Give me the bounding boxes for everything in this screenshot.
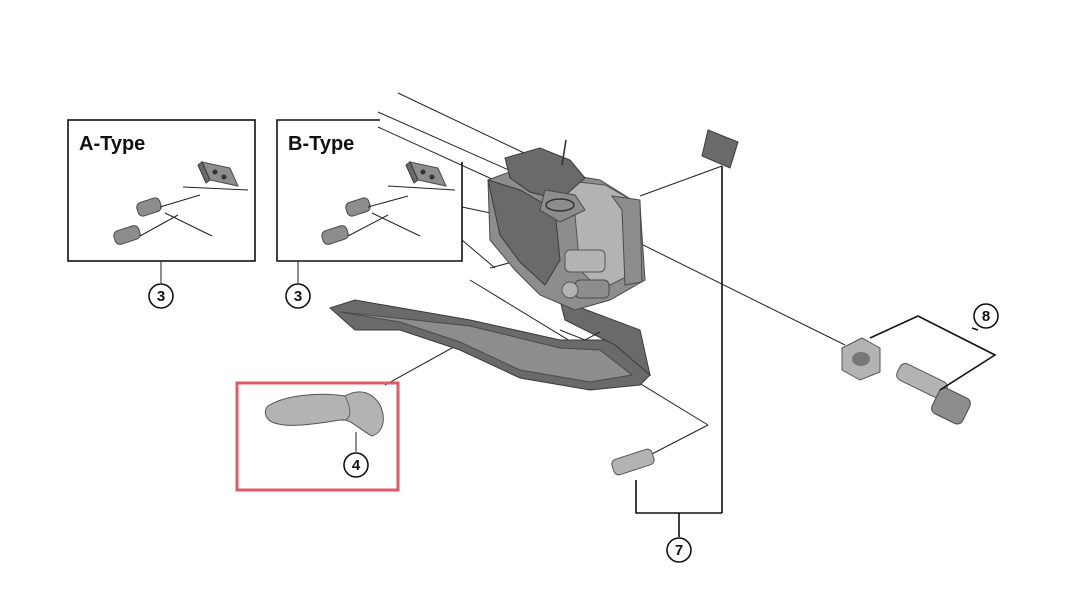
- b-type-plate-icon: [405, 161, 447, 187]
- part-8-callout-number: 8: [982, 308, 990, 325]
- cover-plate-illustration: [701, 129, 739, 513]
- a-type-screw-icon: [113, 197, 162, 245]
- highlight-frame: [235, 381, 400, 492]
- b-type-screw-icon: [321, 197, 371, 245]
- part-7-group: 7: [611, 448, 722, 563]
- b-type-panel: B-Type 3: [276, 119, 463, 309]
- a-type-callout-number: 3: [157, 288, 165, 305]
- main-leader-lines: [377, 92, 846, 456]
- bolt-icon: [896, 363, 971, 425]
- part-7-callout-circle: [666, 537, 692, 563]
- a-type-callout-circle: [148, 283, 174, 309]
- part-4-callout-number: 4: [352, 457, 361, 474]
- front-derailleur-illustration: [329, 139, 651, 391]
- adjust-screw-icon: [611, 448, 655, 476]
- a-type-label: A-Type: [79, 133, 145, 155]
- part-4-highlight: 4: [235, 381, 400, 492]
- part-8-callout-circle: [973, 303, 999, 329]
- part-7-callout-number: 7: [675, 542, 683, 559]
- b-type-callout-number: 3: [294, 288, 302, 305]
- cable-fixing-piece-icon: [264, 391, 384, 437]
- b-type-label: B-Type: [288, 133, 354, 155]
- a-type-plate-icon: [197, 161, 239, 187]
- b-type-callout-circle: [285, 283, 311, 309]
- b-type-frame: [276, 119, 463, 262]
- part-8-group: 8: [841, 303, 999, 425]
- a-type-panel: A-Type 3: [67, 119, 256, 309]
- part-4-callout-circle: [343, 452, 369, 478]
